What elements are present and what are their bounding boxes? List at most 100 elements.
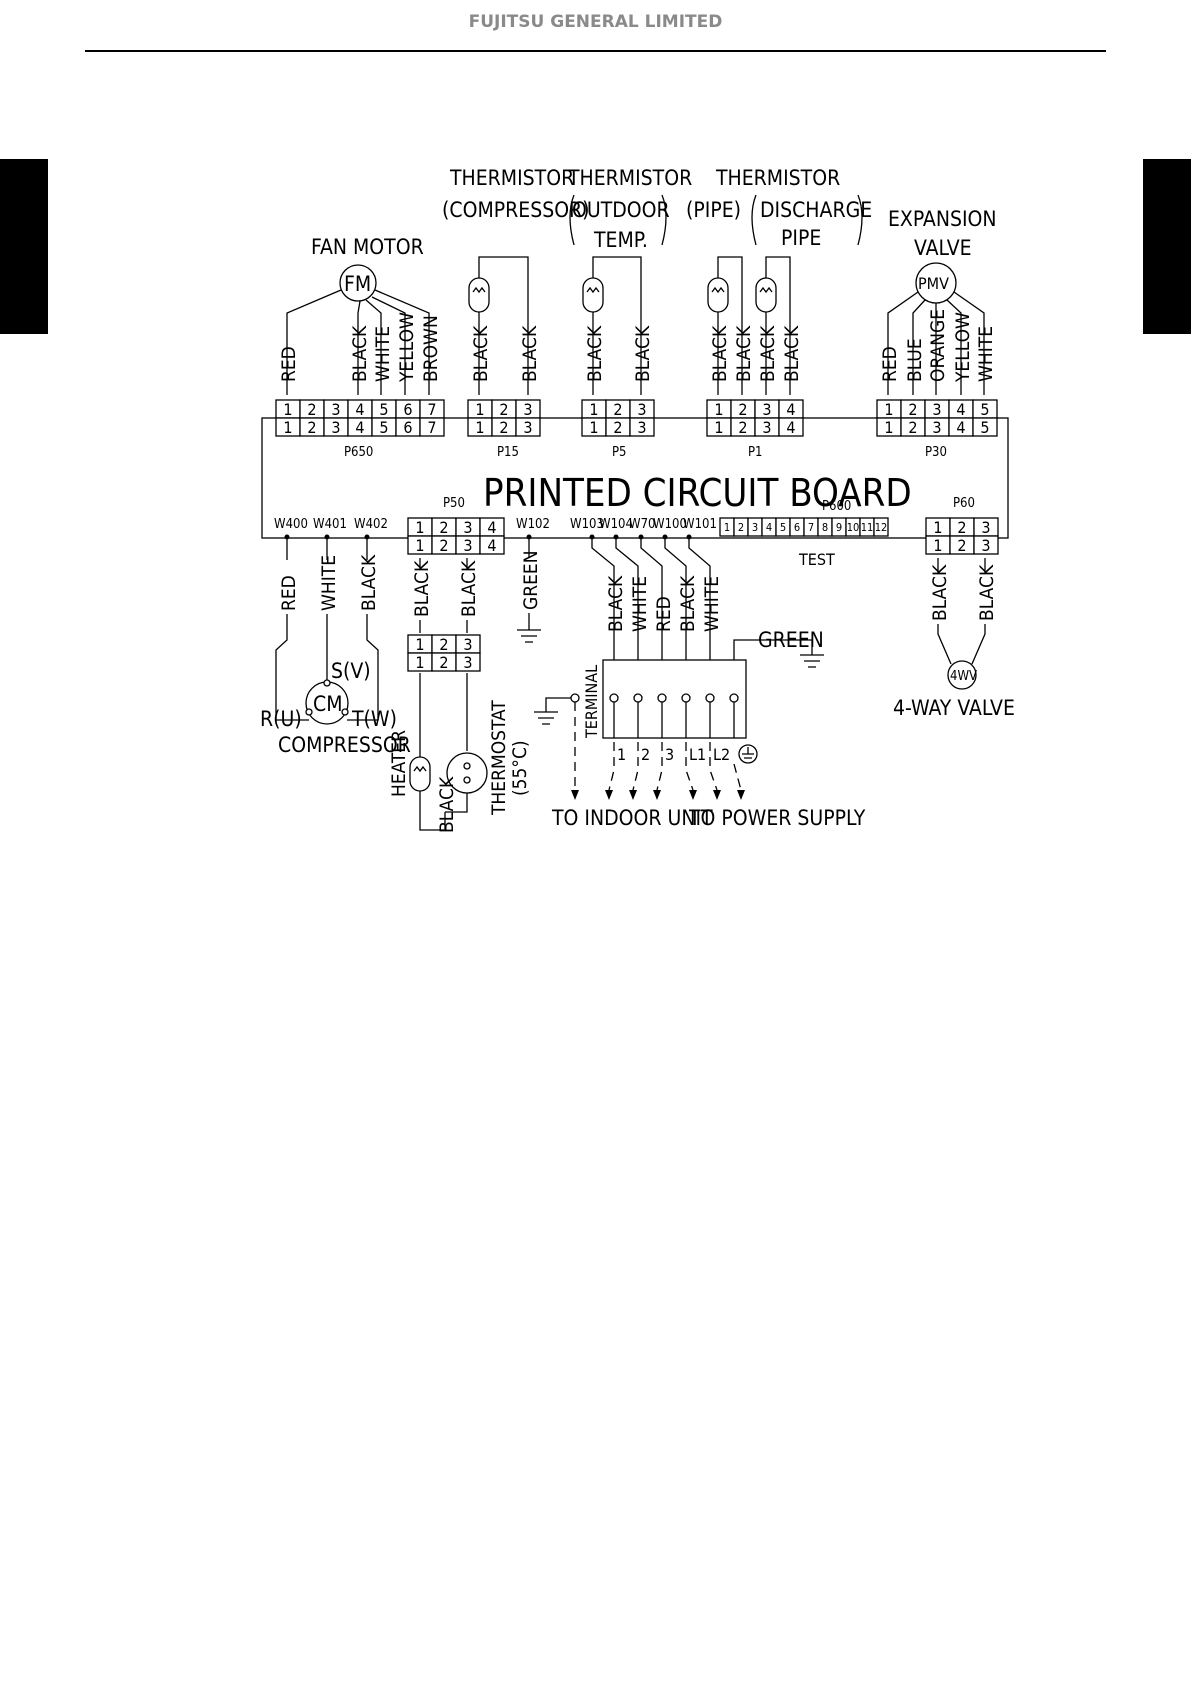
p50-sub-pin-number: 3 bbox=[463, 635, 472, 654]
compressor-wire-white: WHITE bbox=[318, 555, 340, 611]
p1-pin-number: 3 bbox=[762, 400, 771, 419]
fan-wire-red: RED bbox=[278, 346, 300, 382]
terminal-w400: W400 bbox=[274, 517, 308, 532]
compressor-label-r: R(U) bbox=[260, 707, 302, 731]
thermistor-pipe-wire-3: BLACK bbox=[757, 325, 779, 382]
connector-p15-label: P15 bbox=[497, 445, 519, 460]
p30-pin-number: 4 bbox=[956, 418, 965, 437]
p1-pin-number: 3 bbox=[762, 418, 771, 437]
terminal-w104: W104 bbox=[599, 517, 633, 532]
connector-p600-label: P600 bbox=[822, 499, 851, 514]
p50-pin-number: 4 bbox=[487, 518, 496, 537]
pmv-wire-white: WHITE bbox=[975, 326, 997, 382]
p650-pin-number: 5 bbox=[379, 418, 388, 437]
connector-p60-label: P60 bbox=[953, 496, 975, 511]
thermistor-pipe-title: THERMISTOR bbox=[715, 166, 840, 190]
p60-pin-number: 3 bbox=[981, 536, 990, 555]
p15-pin-number: 2 bbox=[499, 418, 508, 437]
compressor-label-s: S(V) bbox=[331, 659, 371, 683]
p1-cell bbox=[778, 417, 804, 437]
p50-wire-1: BLACK bbox=[411, 560, 433, 617]
p650-pin-number: 7 bbox=[427, 418, 436, 437]
fan-motor-symbol bbox=[339, 264, 377, 302]
p650-pin-number: 5 bbox=[379, 400, 388, 419]
p600-pin-number: 8 bbox=[822, 521, 828, 534]
compressor-title: COMPRESSOR bbox=[278, 733, 411, 757]
heater-label: HEATER bbox=[388, 730, 410, 797]
compressor-label-t: T(W) bbox=[351, 707, 397, 731]
p650-pin-number: 2 bbox=[307, 400, 316, 419]
p1-pin-number: 1 bbox=[714, 418, 723, 437]
p600-pin-number: 7 bbox=[808, 521, 814, 534]
compressor-wire-black: BLACK bbox=[358, 554, 380, 611]
p650-pin-number: 6 bbox=[403, 418, 412, 437]
p50-pin-number: 3 bbox=[463, 518, 472, 537]
to-power-supply-label: TO POWER SUPPLY bbox=[688, 806, 866, 830]
p650-pin-number: 4 bbox=[355, 418, 364, 437]
p50-pin-number: 1 bbox=[415, 536, 424, 555]
p600-pin-number: 9 bbox=[836, 521, 842, 534]
thermistor-pipe-wire-2: BLACK bbox=[733, 325, 755, 382]
pmv-wire-orange: ORANGE bbox=[927, 309, 949, 382]
terminal-w401: W401 bbox=[313, 517, 347, 532]
tb-position-2: 2 bbox=[641, 745, 650, 764]
p50-sub-pin-number: 1 bbox=[415, 653, 424, 672]
p30-pin-number: 3 bbox=[932, 400, 941, 419]
terminal-block bbox=[602, 659, 747, 739]
tb-position-l2: L2 bbox=[713, 745, 730, 764]
p650-pin-number: 2 bbox=[307, 418, 316, 437]
p1-pin-number: 2 bbox=[738, 400, 747, 419]
p600-pin-number: 11 bbox=[861, 521, 874, 534]
ground-w102-group: W102 GREEN bbox=[516, 517, 550, 643]
thermistor-compressor-resistor bbox=[468, 277, 490, 313]
pmv-wire-red: RED bbox=[879, 346, 901, 382]
p50-pin-number: 1 bbox=[415, 518, 424, 537]
thermistor-compressor-subtitle: (COMPRESSOR) bbox=[442, 198, 590, 222]
p60-pin-number: 1 bbox=[933, 518, 942, 537]
p50-sub-pin-number: 2 bbox=[439, 653, 448, 672]
p600-pin-number: 4 bbox=[766, 521, 772, 534]
tb-ground-wire-green: GREEN bbox=[758, 628, 824, 652]
connector-p1-label: P1 bbox=[748, 445, 763, 460]
tb-wire-white-2: WHITE bbox=[701, 576, 723, 632]
p50-pin-number: 3 bbox=[463, 536, 472, 555]
p15-pin-number: 2 bbox=[499, 400, 508, 419]
p30-pin-number: 5 bbox=[980, 400, 989, 419]
p600-pin-number: 10 bbox=[847, 521, 860, 534]
p50-sub-pin-number: 2 bbox=[439, 635, 448, 654]
p650-pin-number: 1 bbox=[283, 418, 292, 437]
left-section-tab bbox=[0, 159, 48, 334]
p30-pin-number: 3 bbox=[932, 418, 941, 437]
fan-motor-symbol-label: FM bbox=[344, 272, 371, 296]
p30-pin-number: 4 bbox=[956, 400, 965, 419]
tb-position-l1: L1 bbox=[689, 745, 706, 764]
p50-pin-number: 2 bbox=[439, 536, 448, 555]
p30-pin-number: 1 bbox=[884, 400, 893, 419]
w102-wire-green: GREEN bbox=[520, 550, 542, 610]
p1-pin-number: 1 bbox=[714, 400, 723, 419]
p650-pin-number: 3 bbox=[331, 418, 340, 437]
p5-pin-number: 1 bbox=[589, 400, 598, 419]
p650-pin-number: 1 bbox=[283, 400, 292, 419]
connector-p50-label: P50 bbox=[443, 496, 465, 511]
p50-cell bbox=[479, 535, 505, 555]
p50-sub-pin-number: 1 bbox=[415, 635, 424, 654]
p60-pin-number: 2 bbox=[957, 518, 966, 537]
thermistor-outdoor-line3: TEMP. bbox=[593, 228, 648, 252]
thermistor-discharge-resistor bbox=[755, 277, 777, 313]
p600-pin-number: 12 bbox=[875, 521, 888, 534]
p50-pin-number: 2 bbox=[439, 518, 448, 537]
terminal-w102: W102 bbox=[516, 517, 550, 532]
thermistor-discharge-line2: PIPE bbox=[781, 226, 821, 250]
four-way-valve-symbol-label: 4WV bbox=[950, 669, 977, 684]
heater-wire-label: BLACK bbox=[436, 776, 458, 833]
p650-pin-number: 7 bbox=[427, 400, 436, 419]
